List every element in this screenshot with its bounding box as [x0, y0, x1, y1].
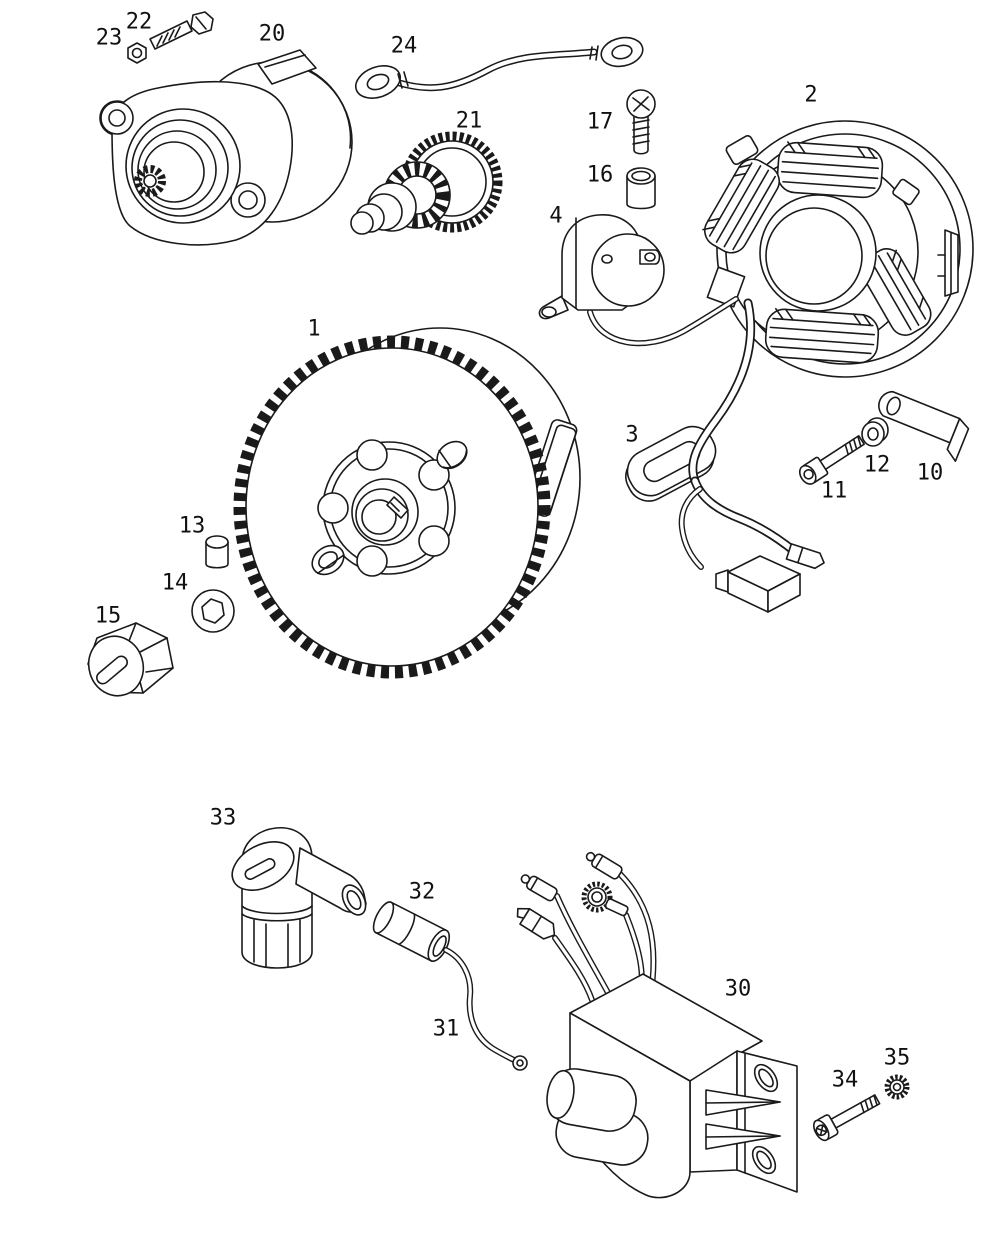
- part-4-pickup-coil: [538, 214, 739, 347]
- part-14-washer: [191, 589, 235, 633]
- part-labels: 22 23 20 24 21 17 16 2 4 1 3 11 12 10 13…: [95, 10, 944, 1093]
- part-13-pin: [205, 535, 229, 569]
- part-label-35: 35: [884, 1046, 911, 1071]
- part-label-16: 16: [587, 163, 614, 188]
- connector-block: [715, 555, 801, 613]
- part-31-plug-wire: [443, 947, 528, 1071]
- part-10-bracket: [878, 390, 970, 462]
- part-22-bolt: [149, 11, 214, 50]
- part-label-17: 17: [587, 110, 614, 135]
- part-11-bolt: [798, 435, 865, 485]
- part-12-washer: [861, 417, 889, 447]
- part-20-starter-motor: [99, 49, 353, 246]
- part-17-screw: [626, 89, 656, 155]
- part-30-ignition-coil: [516, 851, 798, 1199]
- part-2-stator: [702, 120, 974, 378]
- part-label-34: 34: [832, 1068, 859, 1093]
- part-33-spark-plug-cap: [231, 827, 367, 969]
- part-label-14: 14: [162, 571, 189, 596]
- part-label-30: 30: [725, 977, 752, 1002]
- part-label-32: 32: [409, 880, 436, 905]
- part-35-washer: [884, 1074, 910, 1100]
- ring-terminal: [581, 881, 629, 917]
- stator-wire-harness: [678, 298, 825, 613]
- part-label-24: 24: [391, 34, 418, 59]
- part-label-22: 22: [126, 10, 153, 35]
- part-24-ground-cable: [354, 36, 644, 99]
- part-16-spacer-sleeve: [626, 167, 656, 210]
- part-21-starter-clutch-gear: [350, 131, 503, 235]
- part-label-11: 11: [821, 479, 848, 504]
- part-label-3: 3: [625, 423, 638, 448]
- bullet-terminal: [520, 874, 558, 902]
- part-label-33: 33: [210, 806, 237, 831]
- spade-terminal: [785, 543, 825, 570]
- part-label-20: 20: [259, 22, 286, 47]
- part-label-4: 4: [549, 204, 562, 229]
- bullet-terminal: [585, 851, 623, 880]
- hook-terminal: [516, 907, 556, 940]
- part-label-1: 1: [307, 317, 320, 342]
- part-label-10: 10: [917, 461, 944, 486]
- part-23-nut: [127, 42, 147, 64]
- part-label-21: 21: [456, 109, 483, 134]
- part-label-15: 15: [95, 604, 122, 629]
- part-label-31: 31: [433, 1017, 460, 1042]
- part-label-2: 2: [804, 83, 817, 108]
- part-label-12: 12: [864, 453, 891, 478]
- part-label-13: 13: [179, 514, 206, 539]
- part-1-flywheel: [233, 327, 581, 679]
- part-34-bolt: [812, 1094, 881, 1142]
- part-15-nut: [87, 622, 174, 697]
- part-label-23: 23: [96, 26, 123, 51]
- part-32-boot: [372, 901, 451, 962]
